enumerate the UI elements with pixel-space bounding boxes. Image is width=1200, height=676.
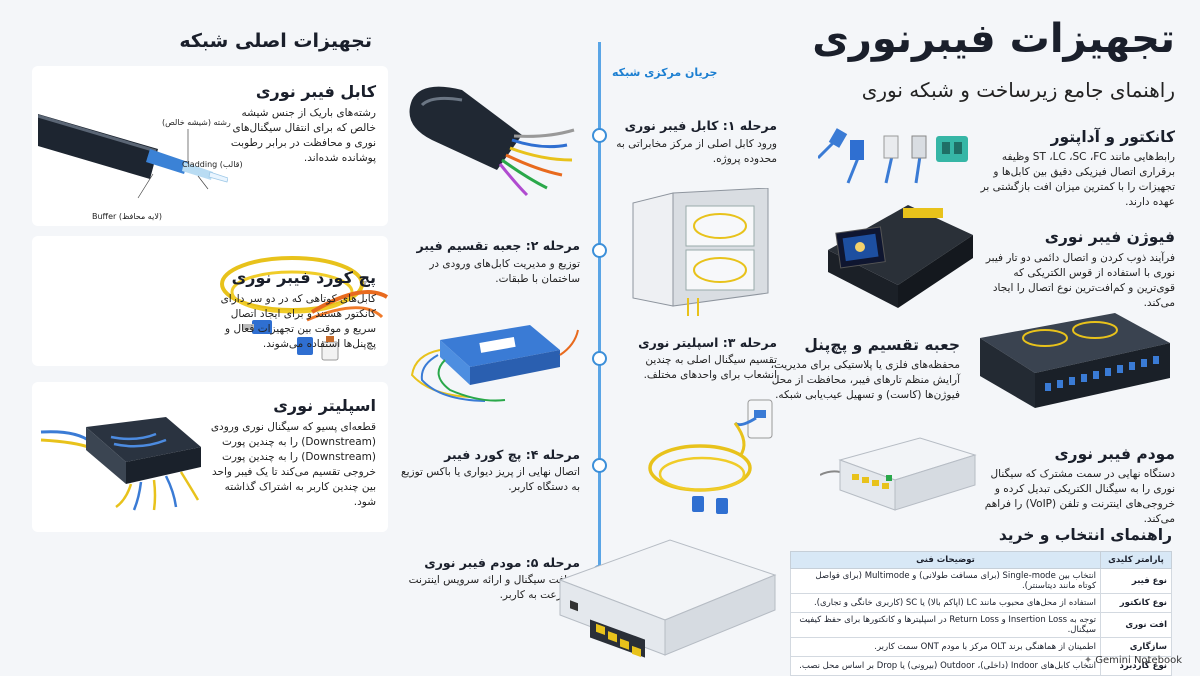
guide-desc: انتخاب بین Single-mode (برای مسافت طولان… [790,568,1101,594]
section-fusion-title: فیوژن فیبر نوری [1044,228,1175,246]
flow-node-2 [592,243,607,258]
guide-header-desc: توضیحات فنی [790,551,1101,569]
section-modem-title: مودم فیبر نوری [1054,445,1175,463]
flow-node-4 [592,458,607,473]
card-patch-cord: پچ کورد فیبر نوری کابل‌های کوتاهی که در … [32,236,389,366]
stage-4-title: مرحله ۴: پچ کورد فیبر [444,447,580,462]
stage-2-title: مرحله ۲: جعبه تقسیم فیبر [416,238,581,253]
flow-node-1 [592,128,607,143]
section-connector-title: کانکتور و آداپتور [1050,128,1175,146]
flow-label: جریان مرکزی شبکه [612,66,718,79]
stage-1-title: مرحله ۱: کابل فیبر نوری [624,118,777,133]
section-patchpanel-desc: محفظه‌های فلزی یا پلاستیکی برای مدیریت، … [770,359,960,401]
watermark: ✦Gemini Notebook [1084,655,1182,666]
guide-key: نوع فیبر [1100,568,1172,594]
guide-title: راهنمای انتخاب و خرید [998,526,1172,544]
fiber-cable-cross-section-icon [38,94,228,204]
section-connector-desc: رابط‌هایی مانند ST ،LC ،SC ،FC وظیفه برق… [980,151,1175,208]
fusion-splicer-icon [818,190,978,310]
left-panel-title: تجهیزات اصلی شبکه [179,30,372,52]
flow-line [598,42,601,632]
watermark-text: Gemini Notebook [1095,655,1182,666]
guide-desc: استفاده از محل‌های محبوب مانند LC (اپاکم… [790,593,1101,613]
main-title: تجهیزات فیبرنوری [812,16,1175,62]
guide-desc: توجه به Insertion Loss و Return Loss در … [790,612,1101,638]
flow-node-3 [592,351,607,366]
guide-key: افت نوری [1100,612,1172,638]
label-core: رشته (شیشه خالص) [162,118,231,127]
patch-panel-icon [975,308,1175,418]
card-splitter: اسپلیتر نوری قطعه‌ای پسیو که سیگنال نوری… [32,382,388,532]
section-patchpanel-title: جعبه تقسیم و پچ‌پنل [804,336,960,354]
guide-key: سازگاری [1100,637,1172,657]
stage-5-title: مرحله ۵: مودم فیبر نوری [424,555,580,570]
guide-header-key: پارامتر کلیدی [1100,551,1172,569]
guide-desc: اطمینان از هماهنگی برند OLT مرکز با مودم… [790,637,1101,657]
splitter-module-icon [410,315,580,405]
ont-modem-icon [820,430,980,515]
label-buffer: Buffer (لایه محافظ) [92,212,163,221]
table-row: سازگاری اطمینان از هماهنگی برند OLT مرکز… [790,637,1172,657]
sparkle-icon: ✦ [1083,655,1093,666]
card-title: اسپلیتر نوری [273,396,376,415]
section-modem-desc: دستگاه نهایی در سمت مشترک که سیگنال نوری… [984,468,1175,525]
card-title: پچ کورد فیبر نوری [231,268,376,287]
guide-table-header: پارامتر کلیدی توضیحات فنی [790,551,1172,569]
stage-3-title: مرحله ۳: اسپلیتر نوری [638,335,777,350]
fiber-modem-icon [550,520,780,660]
card-desc: قطعه‌ای پسیو که سیگنال نوری ورودی (Downs… [210,421,376,508]
stage-1-desc: ورود کابل اصلی از مرکز مخابراتی به محدود… [616,138,777,165]
stage-3-desc: تقسیم سیگنال اصلی به چندین انشعاب برای و… [643,354,777,381]
fiber-cable-bundle-icon [402,60,582,200]
left-panel: تجهیزات اصلی شبکه رشته (شیشه خالص) Cladd… [10,8,390,660]
patch-cord-wall-outlet-icon [640,398,780,528]
card-fiber-cable: رشته (شیشه خالص) Cladding (قالب) Buffer … [32,66,388,226]
stage-4-desc: اتصال نهایی از پریز دیواری یا باکس توزیع… [401,466,580,493]
section-fusion-desc: فرآیند ذوب کردن و اتصال دائمی دو تار فیب… [985,252,1175,309]
table-row: نوع کانکتور استفاده از محل‌های محبوب مان… [790,593,1172,613]
stage-2-desc: توزیع و مدیریت کابل‌های ورودی در ساختمان… [429,258,580,285]
table-row: افت نوری توجه به Insertion Loss و Return… [790,612,1172,638]
connectors-adapters-icon [818,118,978,188]
optical-splitter-icon [36,392,216,512]
distribution-box-icon [628,188,778,318]
card-desc: رشته‌های باریک از جنس شیشه خالص که برای … [230,107,376,164]
patch-cord-icon [212,242,392,367]
guide-key: نوع کانکتور [1100,593,1172,613]
table-row: نوع فیبر انتخاب بین Single-mode (برای مس… [790,568,1172,594]
label-cladding: Cladding (قالب) [182,160,243,169]
guide-desc: انتخاب کابل‌های Indoor (داخلی)، Outdoor … [790,656,1101,676]
card-desc: کابل‌های کوتاهی که در دو سر دارای کانکتو… [220,293,376,350]
card-title: کابل فیبر نوری [255,82,376,101]
main-subtitle: راهنمای جامع زیرساخت و شبکه نوری [861,78,1175,102]
